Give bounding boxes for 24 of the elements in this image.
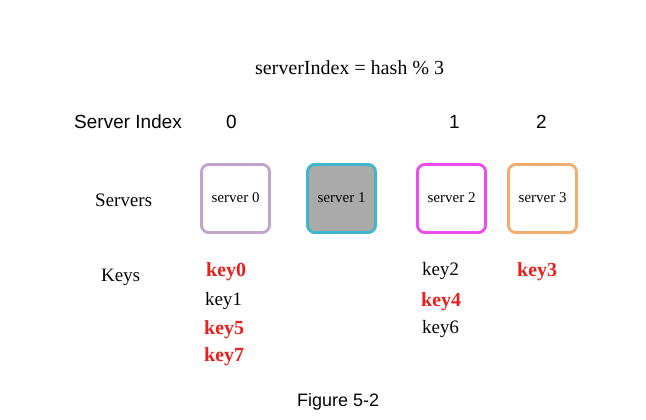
index-number: 1: [449, 113, 460, 132]
server-box: [306, 163, 377, 234]
key-label: key1: [205, 290, 242, 309]
server-label: server 1: [318, 190, 366, 207]
index-number: 2: [536, 113, 547, 132]
server-label: server 0: [212, 190, 260, 207]
row-header: Servers: [95, 191, 152, 210]
server-box: [507, 163, 578, 234]
key-label: key0: [206, 260, 246, 280]
server-box: [200, 163, 271, 234]
row-header: Server Index: [74, 113, 182, 132]
formula-title: serverIndex = hash % 3: [255, 58, 444, 78]
row-header: Keys: [101, 266, 140, 285]
key-label: key2: [422, 260, 459, 279]
server-label: server 3: [518, 190, 566, 207]
key-label: key7: [204, 345, 244, 365]
key-label: key6: [422, 318, 459, 337]
key-label: key3: [517, 260, 557, 280]
server-box: [416, 163, 487, 234]
index-number: 0: [226, 113, 237, 132]
key-label: key4: [421, 290, 461, 310]
key-label: key5: [204, 318, 244, 338]
server-label: server 2: [428, 190, 476, 207]
figure-caption: Figure 5-2: [297, 391, 380, 409]
